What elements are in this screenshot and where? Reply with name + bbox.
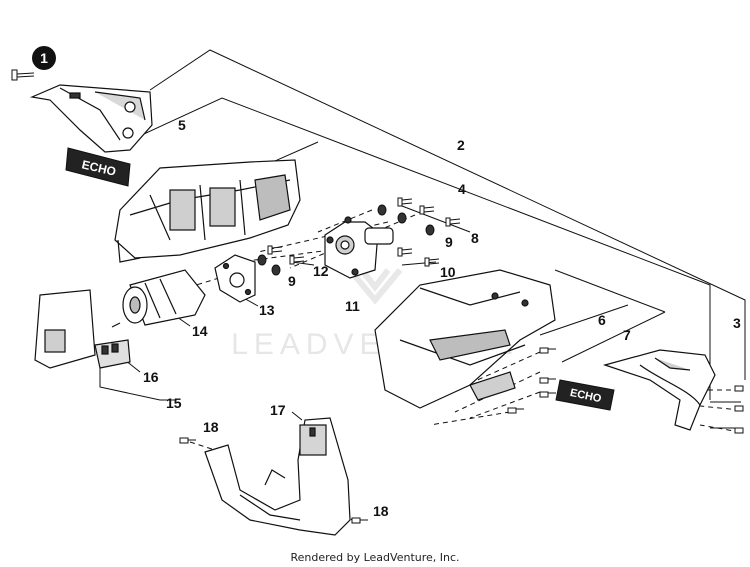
- callout-18b: 18: [373, 503, 389, 519]
- callout-5: 5: [178, 117, 186, 133]
- callout-6: 6: [598, 312, 606, 328]
- callout-7: 7: [623, 327, 631, 343]
- callout-18a: 18: [203, 419, 219, 435]
- callout-9a: 9: [445, 234, 453, 250]
- callout-15: 15: [166, 395, 182, 411]
- part-bottom-guard: [204, 417, 351, 536]
- callout-9b: 9: [288, 273, 296, 289]
- screws-assembly: [179, 347, 744, 524]
- part-main-housing: [114, 159, 301, 263]
- callout-labels: 2 3 4 5 6 7 8 9 9 10 11 12 13 14 15 16 1…: [143, 117, 741, 519]
- callout-8: 8: [471, 230, 479, 246]
- part-side-cover: [374, 269, 556, 409]
- callout-16: 16: [143, 369, 159, 385]
- footer-credit: Rendered by LeadVenture, Inc.: [290, 551, 460, 564]
- part-switch: [324, 216, 394, 279]
- part-motor: [111, 269, 206, 328]
- callout-10: 10: [440, 264, 456, 280]
- callout-12: 12: [313, 263, 329, 279]
- callout-11: 11: [345, 298, 360, 314]
- decal-5: ECHO: [65, 147, 131, 187]
- part-nose-cover: [602, 349, 716, 431]
- callout-3: 3: [733, 315, 741, 331]
- callout-2: 2: [457, 137, 465, 153]
- callout-4: 4: [458, 181, 466, 197]
- part-upper-cover: [29, 84, 153, 153]
- fastener-set: [257, 197, 461, 276]
- callout-17: 17: [270, 402, 286, 418]
- callout-badge-1: 1: [32, 46, 56, 70]
- decal-7: ECHO: [555, 379, 615, 411]
- svg-text:1: 1: [40, 50, 48, 66]
- callout-14: 14: [192, 323, 208, 339]
- part-controller: [34, 289, 131, 369]
- part-bracket: [214, 254, 256, 303]
- callout-13: 13: [259, 302, 275, 318]
- screw-1: [11, 69, 35, 81]
